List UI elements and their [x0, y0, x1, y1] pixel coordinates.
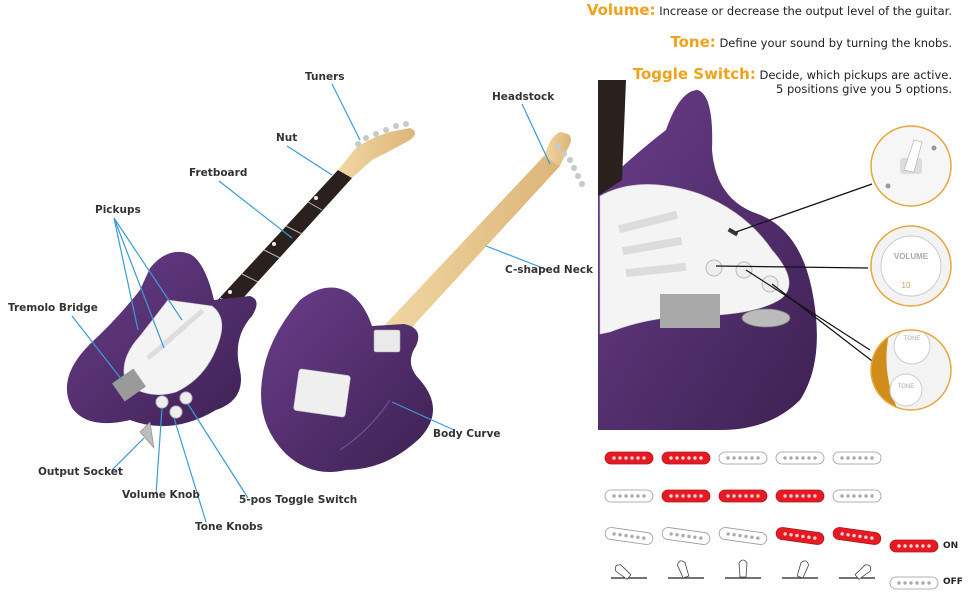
pickup-grid: [604, 451, 882, 545]
front-pickguard: [123, 299, 223, 395]
label-body-curve: Body Curve: [433, 428, 501, 440]
zoom-body: [598, 80, 817, 430]
legend-off-pickup: [889, 576, 939, 590]
pickup-r2-c2: [661, 489, 711, 503]
zoom-volume-text: VOLUME: [894, 252, 929, 261]
switch-position-5-icon: [839, 564, 875, 580]
label-tone-knobs: Tone Knobs: [195, 521, 263, 533]
front-headstock: [338, 128, 415, 178]
tone-knobs-zoom: [870, 329, 952, 411]
legend-off-label: OFF: [943, 577, 963, 587]
feature-tone-name: Tone:: [670, 33, 716, 51]
pickup-r2-c5: [832, 489, 882, 503]
front-fretboard: [188, 170, 352, 340]
switch-position-4-icon: [782, 560, 818, 579]
switch-position-3-icon: [725, 559, 761, 579]
label-tremolo-bridge: Tremolo Bridge: [8, 302, 98, 314]
leader-lines: [71, 83, 551, 523]
feature-volume: Volume: Increase or decrease the output …: [586, 1, 952, 19]
feature-toggle-name: Toggle Switch:: [632, 65, 756, 83]
label-pickups: Pickups: [95, 204, 141, 216]
feature-volume-desc: Increase or decrease the output level of…: [659, 4, 952, 18]
feature-volume-name: Volume:: [586, 1, 656, 19]
tremolo-cover: [293, 368, 351, 418]
legend-on-label: ON: [943, 541, 959, 551]
back-neck: [380, 156, 560, 338]
label-nut: Nut: [276, 132, 298, 144]
pickup-r3-c4: [775, 527, 825, 545]
pickup-r1-c3: [718, 451, 768, 465]
neck-plate: [373, 329, 401, 353]
pickup-r1-c5: [832, 451, 882, 465]
zoom-leader-lines: [715, 183, 877, 365]
label-headstock: Headstock: [492, 91, 555, 103]
pickup-r3-c1: [604, 527, 654, 545]
legend-on-pickup: [889, 539, 939, 553]
pickup-r3-c3: [718, 527, 768, 545]
pickup-r1-c4: [775, 451, 825, 465]
feature-tone: Tone: Define your sound by turning the k…: [670, 33, 952, 51]
pickup-r2-c3: [718, 489, 768, 503]
pickup-r3-c5: [832, 527, 882, 545]
label-volume-knob: Volume Knob: [122, 489, 200, 501]
volume-knob-zoom: [870, 225, 952, 307]
label-fretboard: Fretboard: [189, 167, 248, 179]
toggle-switch-zoom: [870, 125, 952, 207]
switch-position-icons: [611, 559, 875, 580]
label-output-socket: Output Socket: [38, 466, 123, 478]
zoom-tone-text-1: TONE: [904, 336, 921, 342]
label-tuners: Tuners: [305, 71, 345, 83]
legend: [889, 539, 939, 590]
pickup-r2-c4: [775, 489, 825, 503]
pickup-r3-c2: [661, 527, 711, 545]
back-guitar: [261, 132, 585, 472]
feature-toggle-desc: Decide, which pickups are active.: [759, 68, 952, 82]
pickup-r1-c2: [661, 451, 711, 465]
feature-toggle-desc2: 5 positions give you 5 options.: [776, 82, 952, 97]
feature-tone-desc: Define your sound by turning the knobs.: [719, 36, 952, 50]
front-guitar: [66, 121, 415, 449]
pickup-r1-c1: [604, 451, 654, 465]
label-toggle-switch: 5-pos Toggle Switch: [239, 494, 358, 506]
zoom-volume-number: 10: [902, 281, 911, 290]
feature-toggle: Toggle Switch: Decide, which pickups are…: [632, 65, 952, 97]
front-tremolo-bridge: [112, 368, 146, 402]
back-headstock: [544, 132, 571, 166]
label-c-shaped-neck: C-shaped Neck: [505, 264, 594, 276]
front-output-socket: [139, 421, 155, 449]
pickup-r2-c1: [604, 489, 654, 503]
switch-position-2-icon: [668, 560, 704, 579]
zoom-tone-text-2: TONE: [898, 384, 915, 390]
switch-position-1-icon: [611, 564, 647, 580]
